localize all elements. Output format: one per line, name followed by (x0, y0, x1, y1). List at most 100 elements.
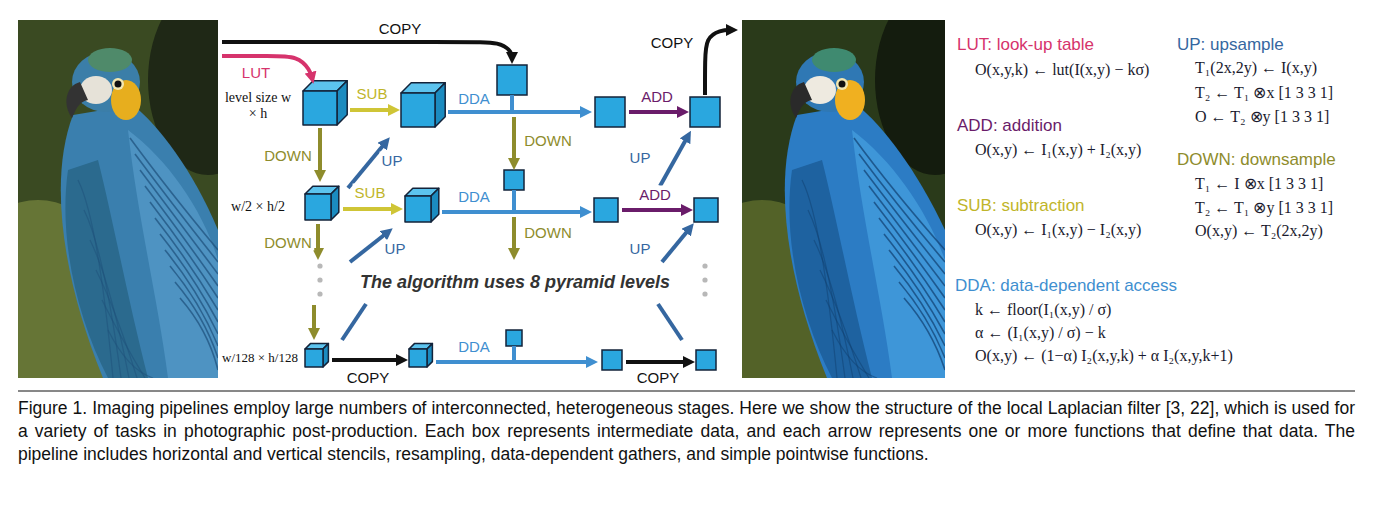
image-cube (405, 188, 439, 222)
stage-label: LUT (240, 64, 272, 81)
flow-arrow (510, 95, 514, 112)
flow-arrow (342, 304, 366, 340)
flow-arrow (332, 358, 402, 362)
image-cube (409, 344, 432, 367)
flow-arrow (343, 207, 397, 211)
flow-arrow (350, 108, 394, 112)
image-cube (305, 186, 339, 220)
image-square (602, 350, 622, 370)
stage-label: SUB (353, 184, 388, 201)
ellipsis-dot (317, 263, 322, 268)
formula: O(x,y) ← I₁(x,y) − I₂(x,y) (975, 221, 1141, 239)
ellipsis-dot (317, 277, 322, 282)
operation-heading: SUB: subtraction (957, 196, 1085, 216)
level-size: w/2 × h/2 (222, 199, 294, 215)
operation-heading: ADD: addition (957, 116, 1062, 136)
ellipsis-dot (702, 291, 707, 296)
cube-face (435, 83, 445, 127)
stage-label: COPY (345, 369, 392, 386)
formula: α ← (I₁(x,y) / σ) − k (975, 324, 1106, 342)
cube-face (409, 349, 427, 367)
flow-arrow (660, 136, 688, 186)
flow-arrow (705, 30, 732, 95)
flow-arrow (318, 128, 322, 176)
stage-label: ADD (637, 186, 673, 203)
flow-arrow (448, 110, 586, 114)
formula: O ← T₂ ⊗y [1 3 3 1] (1195, 107, 1329, 126)
level-size: level size w × h (222, 90, 294, 122)
cube-face (303, 91, 337, 125)
stage-label: COPY (635, 369, 682, 386)
image-square (690, 97, 720, 127)
stage-label: UP (383, 240, 408, 257)
cube-face (405, 196, 431, 222)
stage-label: UP (380, 152, 405, 169)
formula: T₁(2x,2y) ← I(x,y) (1195, 59, 1317, 77)
formula: O(x,y) ← T₂(2x,2y) (1195, 222, 1323, 240)
ellipsis-dot (702, 263, 707, 268)
operation-heading: DOWN: downsample (1177, 150, 1336, 170)
stage-label: UP (628, 240, 653, 257)
stage-label: DOWN (522, 132, 574, 149)
pyramid-cubes (303, 81, 445, 367)
ellipsis-dot (702, 277, 707, 282)
image-square (497, 65, 527, 95)
flow-arrow (312, 305, 316, 334)
ellipsis-dot (317, 291, 322, 296)
level-size: w/128 × h/128 (222, 350, 298, 366)
image-cube (305, 344, 328, 367)
parrot-photo (18, 20, 218, 378)
flow-arrow (626, 360, 689, 364)
parrot-photo (742, 20, 945, 378)
caption-rule (18, 391, 1355, 392)
formula: k ← floor(I₁(x,y) / σ) (975, 301, 1111, 319)
figure-caption: Figure 1. Imaging pipelines employ large… (18, 397, 1355, 466)
formula: T₂ ← T₁ ⊗y [1 3 3 1] (1195, 198, 1333, 217)
cube-face (323, 344, 328, 367)
stage-label: DDA (456, 188, 492, 205)
image-square (595, 97, 625, 127)
formula: O(x,y) ← I₁(x,y) + I₂(x,y) (975, 141, 1141, 159)
stage-label: DDA (456, 90, 492, 107)
image-square (694, 198, 718, 222)
flow-arrow (316, 224, 320, 254)
flow-arrow (512, 346, 516, 362)
image-square (506, 330, 522, 346)
cube-face (331, 186, 339, 220)
image-cube (401, 83, 445, 127)
note: The algorithm uses 8 pyramid levels (360, 272, 670, 293)
image-square (504, 170, 524, 190)
cube-face (431, 188, 439, 222)
cube-face (427, 344, 432, 367)
flow-arrow (622, 208, 687, 212)
cube-face (401, 93, 435, 127)
flow-arrow (662, 228, 690, 262)
operation-heading: UP: upsample (1177, 35, 1284, 55)
operation-heading: DDA: data-dependent access (955, 276, 1177, 296)
stage-label: SUB (355, 85, 390, 102)
cube-face (337, 81, 347, 125)
formula: T₂ ← T₁ ⊗x [1 3 3 1] (1195, 83, 1333, 102)
flow-arrow (512, 217, 516, 254)
image-cube (303, 81, 347, 125)
stage-label: DOWN (262, 147, 314, 164)
stage-label: DDA (456, 338, 492, 355)
flow-arrow (512, 117, 516, 164)
stage-label: DOWN (522, 224, 574, 241)
stage-label: COPY (377, 20, 424, 37)
image-square (696, 350, 716, 370)
flow-arrow (658, 304, 682, 340)
flow-arrow (512, 190, 516, 212)
stage-label: COPY (649, 34, 696, 51)
stage-label: UP (628, 149, 653, 166)
formula: O(x,y) ← (1−α) I₂(x,y,k) + α I₂(x,y,k+1) (975, 347, 1233, 365)
formula: O(x,y,k) ← lut(I(x,y) − kσ) (975, 61, 1149, 79)
formula: T₁ ← I ⊗x [1 3 3 1] (1195, 174, 1323, 193)
stage-label: DOWN (262, 234, 314, 251)
stage-label: ADD (639, 88, 675, 105)
operation-heading: LUT: look-up table (957, 35, 1094, 55)
cube-face (305, 194, 331, 220)
image-square (594, 198, 618, 222)
cube-face (305, 349, 323, 367)
